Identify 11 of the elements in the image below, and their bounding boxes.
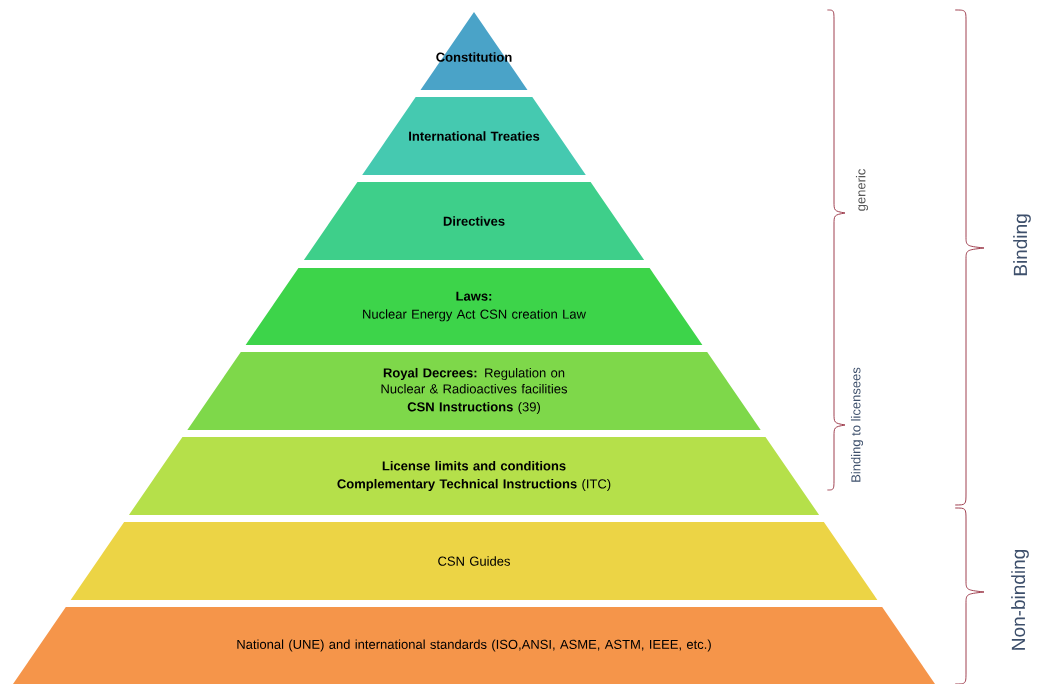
bracket-label: Binding to licensees: [850, 367, 864, 482]
pyramid-layer: Directives: [303, 182, 645, 260]
bracket-label: generic: [855, 169, 869, 211]
pyramid-layer: Laws: Nuclear Energy Act CSN creation Law: [245, 268, 703, 345]
pyramid-layer: International Treaties: [362, 97, 586, 175]
bracket-label: Binding: [1013, 214, 1031, 276]
pyramid-layer: CSN Guides: [70, 522, 878, 600]
pyramid-layer: License limits and conditions Complementary Technical Instructions (ITC): [128, 437, 820, 515]
pyramid-layer: Royal Decrees: Regulation on Nuclear & Radioactives facilities CSN Instructions (39): [187, 352, 761, 430]
bracket-label: Non-binding: [1011, 550, 1029, 650]
pyramid-layer: National (UNE) and international standards (ISO,ANSI, ASME, ASTM, IEEE, etc.): [13, 607, 935, 684]
